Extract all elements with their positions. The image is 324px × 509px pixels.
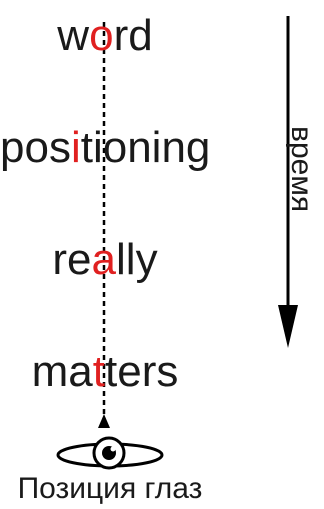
word-3-fixation-letter: a xyxy=(91,235,117,284)
word-3-after: lly xyxy=(116,235,158,284)
gaze-arrowhead xyxy=(98,414,110,428)
word-1-before: w xyxy=(57,11,90,60)
word-2-before: pos xyxy=(0,123,71,172)
word-4: matters xyxy=(0,350,210,394)
word-2-fixation-letter: i xyxy=(70,123,81,172)
word-3: really xyxy=(0,238,210,282)
word-2-after: tioning xyxy=(80,123,211,172)
word-1-after: rd xyxy=(113,11,153,60)
word-4-after: ters xyxy=(105,347,179,396)
eye-icon xyxy=(56,436,164,470)
word-1: word xyxy=(0,14,210,58)
word-1-fixation-letter: o xyxy=(89,11,114,60)
word-2: positioning xyxy=(0,126,210,170)
word-4-before: ma xyxy=(31,347,93,396)
word-4-fixation-letter: t xyxy=(92,347,105,396)
time-arrow-head xyxy=(278,305,298,348)
eye-position-caption: Позиция глаз xyxy=(17,472,203,505)
word-3-before: re xyxy=(52,235,92,284)
time-label: время xyxy=(285,126,318,213)
